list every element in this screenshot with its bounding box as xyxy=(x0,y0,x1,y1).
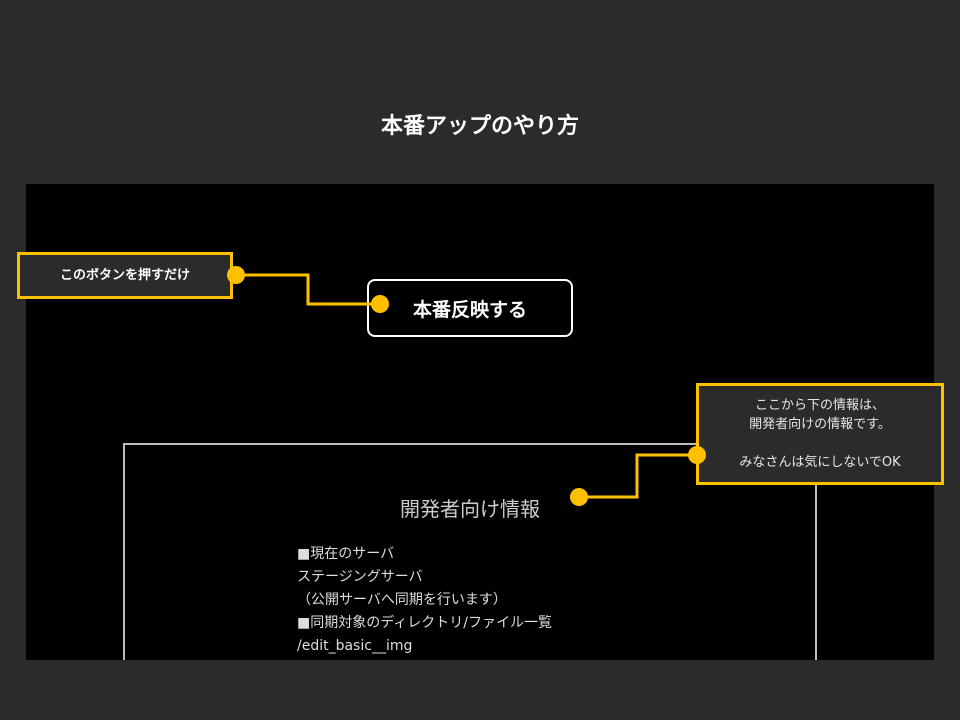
developer-info-lines: ■現在のサーバ ステージングサーバ （公開サーバへ同期を行います） ■同期対象の… xyxy=(297,543,552,658)
dev-info-line: （公開サーバへ同期を行います） xyxy=(297,592,507,608)
publish-button[interactable]: 本番反映する xyxy=(367,279,573,337)
connector-dot xyxy=(371,295,389,313)
connector-dot xyxy=(570,488,588,506)
callout-line: ここから下の情報は、 xyxy=(754,398,885,413)
dev-info-line: ■現在のサーバ xyxy=(297,546,395,562)
developer-info-box: 開発者向け情報 ■現在のサーバ ステージングサーバ （公開サーバへ同期を行います… xyxy=(123,443,817,660)
callout-line: みなさんは気にしないでOK xyxy=(739,455,901,470)
page-title: 本番アップのやり方 xyxy=(380,114,579,139)
dev-info-line: ■同期対象のディレクトリ/ファイル一覧 xyxy=(297,615,552,631)
dev-info-line: /edit_basic__img xyxy=(297,638,413,654)
connector-line xyxy=(236,273,380,306)
connector-line xyxy=(579,453,697,499)
connector-dot xyxy=(688,446,706,464)
dev-info-line: ステージングサーバ xyxy=(297,569,423,585)
connector-dot xyxy=(227,266,245,284)
developer-info-heading: 開発者向け情報 xyxy=(400,497,540,521)
callout-line: 開発者向けの情報です。 xyxy=(749,417,891,432)
dev-hint-callout: ここから下の情報は、 開発者向けの情報です。 みなさんは気にしないでOK xyxy=(696,383,944,485)
